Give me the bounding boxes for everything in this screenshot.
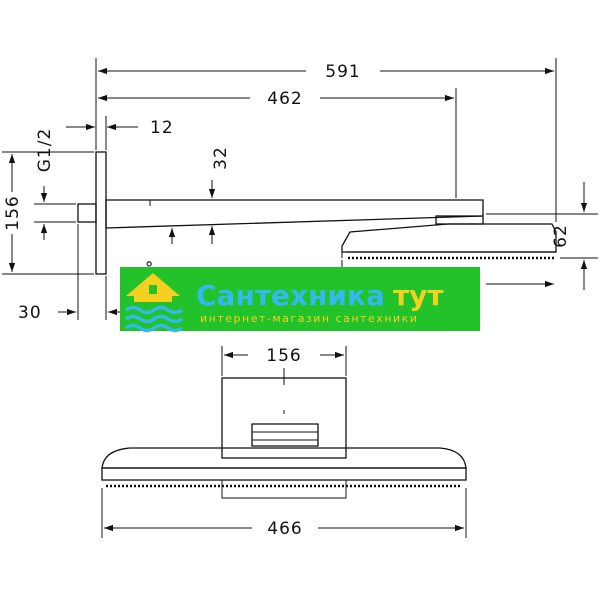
shower-arm xyxy=(105,199,484,229)
shower-head xyxy=(341,223,557,253)
front-connector xyxy=(251,423,319,447)
dim-arm-height: 32 xyxy=(208,146,231,244)
label-g12: G1/2 xyxy=(35,128,55,173)
dim-flange-depth: 30 xyxy=(18,224,128,323)
label-156-front: 156 xyxy=(266,346,301,366)
dim-arm-length: 462 xyxy=(98,88,457,198)
label-156-side: 156 xyxy=(3,195,23,230)
label-12: 12 xyxy=(150,118,174,138)
label-462: 462 xyxy=(267,89,302,109)
watermark-title-b: тут xyxy=(393,279,444,312)
label-32: 32 xyxy=(211,146,231,170)
house-wave-logo xyxy=(124,273,184,333)
dim-head-width: 466 xyxy=(101,488,467,539)
dim-overall-length: 591 xyxy=(95,58,557,222)
thread-connector xyxy=(77,203,97,223)
watermark-subtitle: интернет-магазин сантехники xyxy=(200,312,418,325)
watermark-title-a: Сантехника xyxy=(196,279,385,312)
side-view xyxy=(77,151,557,275)
label-62: 62 xyxy=(551,224,571,248)
label-466: 466 xyxy=(267,519,302,539)
dim-thread: G1/2 xyxy=(34,128,76,240)
dim-plate-width: 156 xyxy=(221,346,347,376)
wall-plate xyxy=(95,151,107,275)
dim-plate-height: 156 xyxy=(2,151,94,275)
dim-flange-offset: 12 xyxy=(66,116,174,150)
label-30: 30 xyxy=(18,303,42,323)
dim-head-height: 62 xyxy=(486,182,598,290)
front-view xyxy=(101,368,467,499)
label-591: 591 xyxy=(325,62,360,82)
front-shower-head xyxy=(101,447,467,469)
